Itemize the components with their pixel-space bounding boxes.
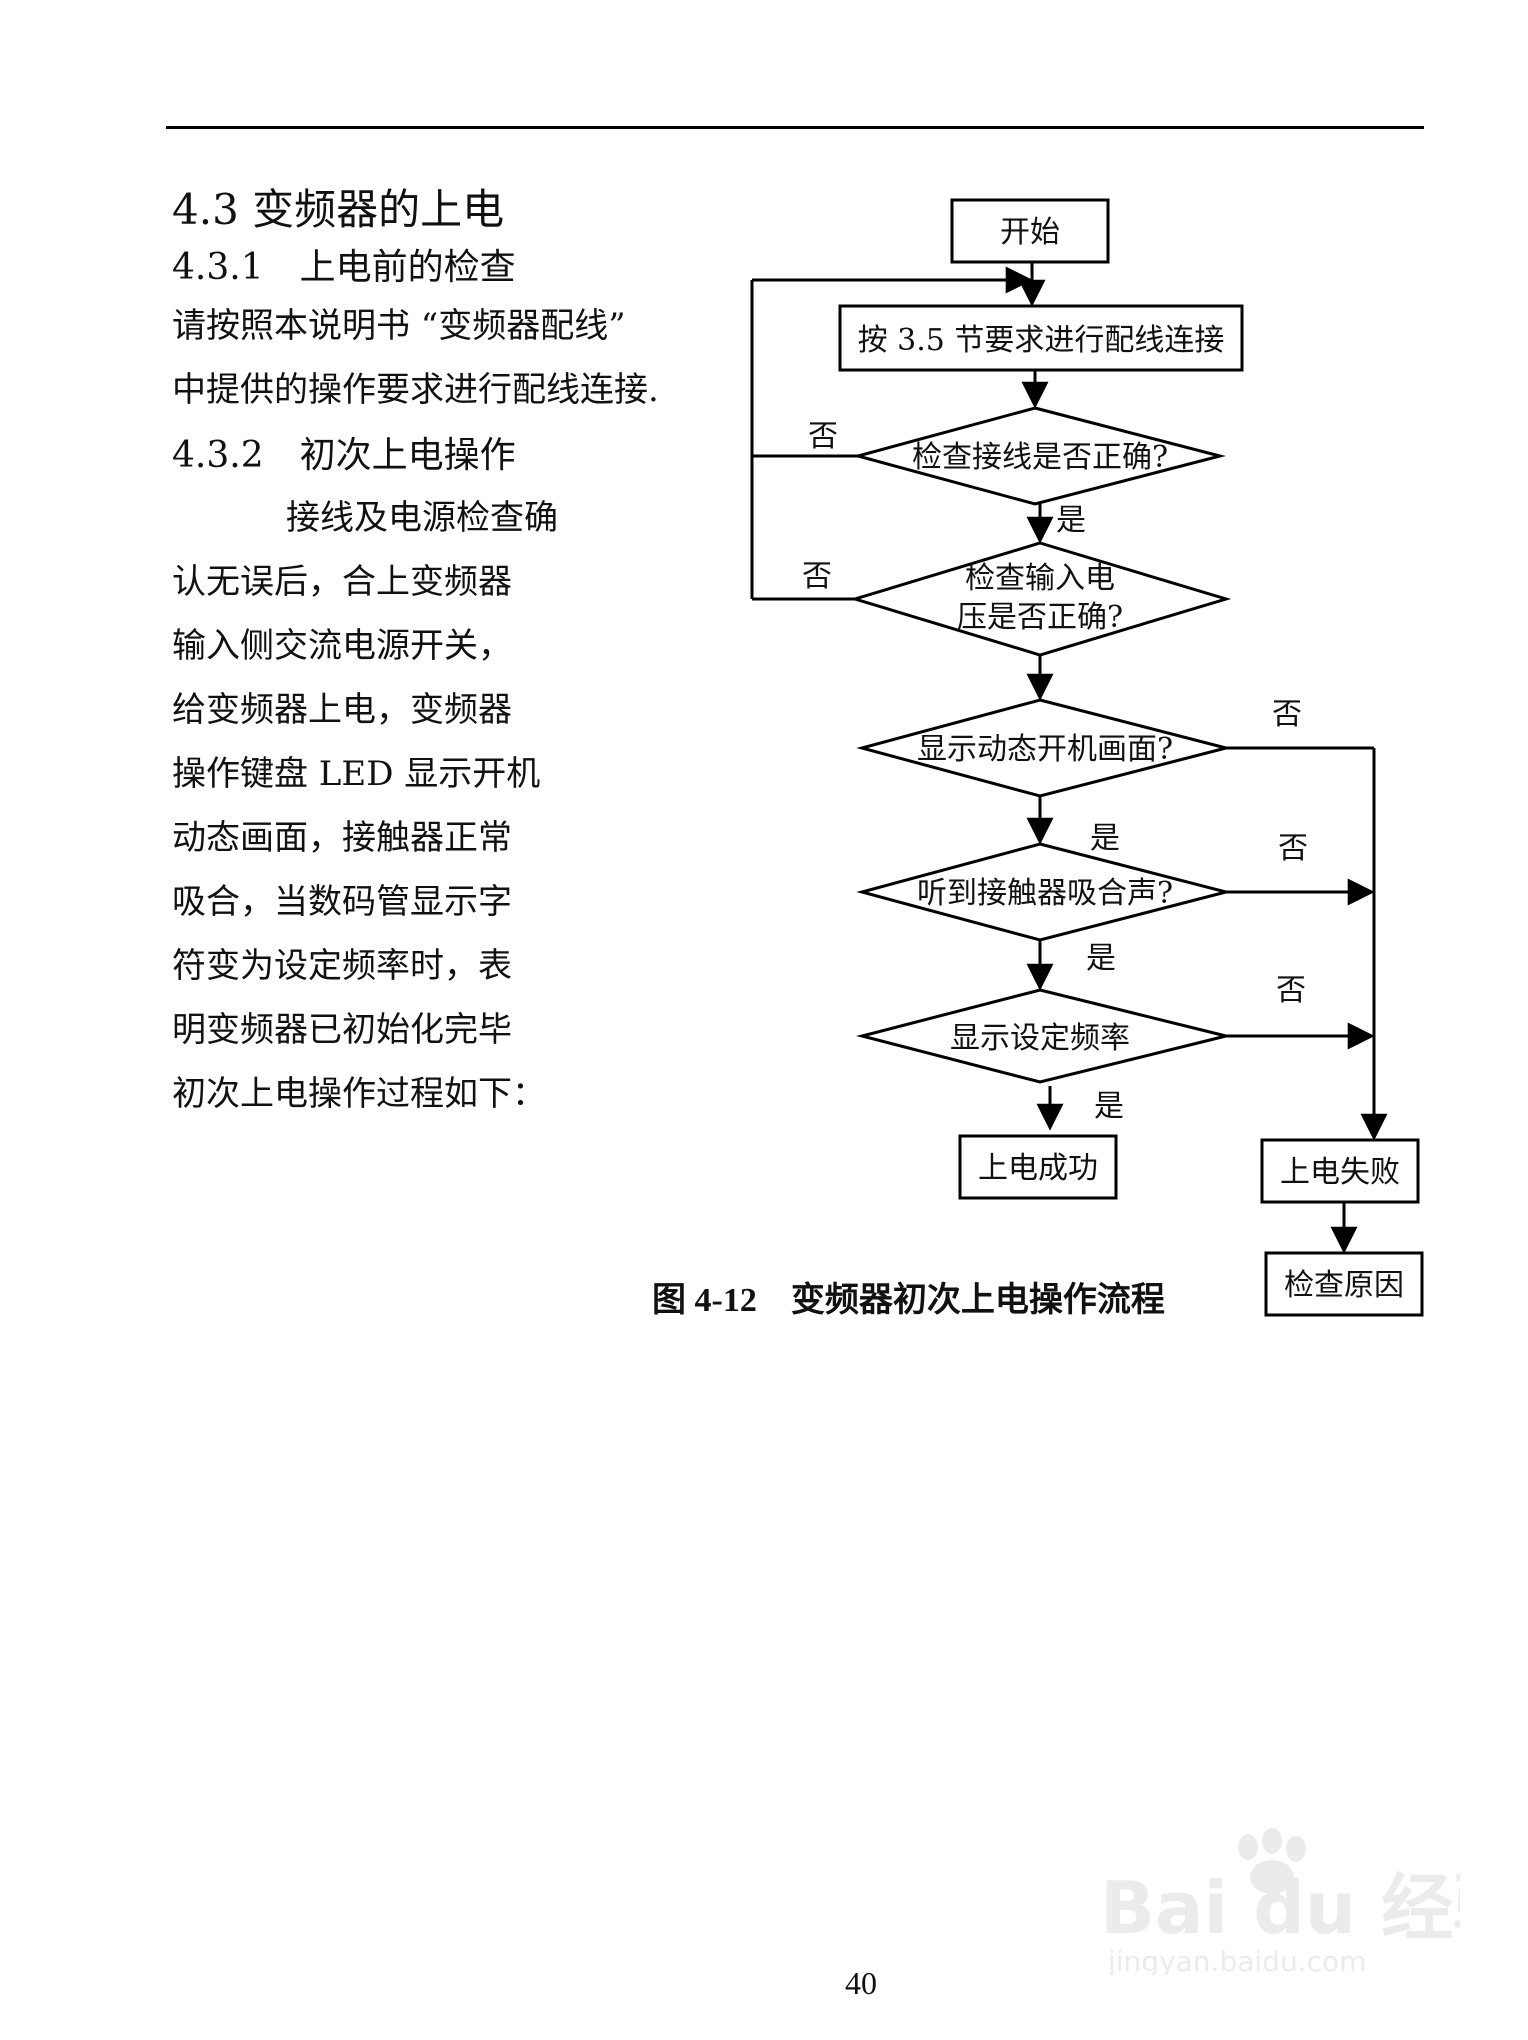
start-box bbox=[950, 198, 1110, 264]
section-title: 4.3 变频器的上电 bbox=[172, 185, 505, 234]
check-voltage-diamond bbox=[849, 541, 1232, 657]
paw-icon bbox=[1238, 1828, 1306, 1894]
text-line: 给变频器上电，变频器 bbox=[172, 690, 512, 730]
yes-label: 是 bbox=[1094, 1089, 1124, 1124]
text-line: 符变为设定频率时，表 bbox=[172, 946, 512, 986]
check-wiring-diamond bbox=[852, 406, 1226, 506]
wiring-label: 按 3.5 节要求进行配线连接 bbox=[858, 323, 1225, 358]
text-line: 输入侧交流电源开关， bbox=[172, 626, 512, 666]
display-anim-label: 显示动态开机画面? bbox=[917, 732, 1173, 767]
no-label: 否 bbox=[1276, 973, 1306, 1008]
watermark-url: jingyan.baidu.com bbox=[1107, 1945, 1366, 1975]
check-reason-label: 检查原因 bbox=[1284, 1268, 1404, 1303]
no-label: 否 bbox=[802, 559, 832, 594]
yes-label: 是 bbox=[1056, 503, 1086, 538]
display-freq-diamond bbox=[856, 988, 1227, 1084]
no-label: 否 bbox=[1272, 697, 1302, 732]
page-number: 40 bbox=[845, 1965, 877, 2001]
watermark-brand: Bai du 经验 bbox=[1100, 1866, 1460, 1950]
subsection-1-text: 请按照本说明书 “变频器配线” 中提供的操作要求进行配线连接. bbox=[172, 294, 659, 422]
text-line: 中提供的操作要求进行配线连接. bbox=[172, 370, 659, 410]
text-line: 初次上电操作过程如下： bbox=[172, 1074, 546, 1114]
display-freq-label: 显示设定频率 bbox=[950, 1021, 1130, 1056]
text-line: 操作键盘 LED 显示开机 bbox=[172, 754, 541, 794]
text-line: 接线及电源检查确 bbox=[252, 498, 558, 538]
text-line: 动态画面，接触器正常 bbox=[172, 818, 512, 858]
figure-caption: 图 4-12 变频器初次上电操作流程 bbox=[652, 1282, 1165, 1319]
subsection-2-title: 4.3.2 初次上电操作 bbox=[172, 435, 516, 476]
no-label: 否 bbox=[808, 419, 838, 454]
subsection-1-title: 4.3.1 上电前的检查 bbox=[172, 247, 516, 288]
success-box bbox=[958, 1134, 1118, 1200]
check-voltage-label-2: 压是否正确? bbox=[957, 600, 1123, 635]
check-voltage-label-1: 检查输入电 bbox=[965, 561, 1115, 596]
baidu-watermark: Bai du 经验 jingyan.baidu.com bbox=[1100, 1828, 1460, 1975]
text-line: 吸合，当数码管显示字 bbox=[172, 882, 512, 922]
fail-label: 上电失败 bbox=[1280, 1155, 1400, 1190]
header-rule bbox=[166, 126, 1424, 129]
subsection-2-text: 接线及电源检查确 认无误后，合上变频器 输入侧交流电源开关， 给变频器上电，变频… bbox=[172, 486, 558, 1126]
yes-label: 是 bbox=[1090, 821, 1120, 856]
success-label: 上电成功 bbox=[978, 1151, 1098, 1186]
start-label: 开始 bbox=[1000, 215, 1060, 250]
yes-label: 是 bbox=[1086, 941, 1116, 976]
text-line: 明变频器已初始化完毕 bbox=[172, 1010, 512, 1050]
check-wiring-label: 检查接线是否正确? bbox=[912, 440, 1168, 475]
contactor-label: 听到接触器吸合声? bbox=[917, 876, 1173, 911]
text-line: 认无误后，合上变频器 bbox=[172, 562, 512, 602]
text-line: 请按照本说明书 “变频器配线” bbox=[172, 306, 626, 346]
fail-box bbox=[1260, 1138, 1420, 1204]
no-label: 否 bbox=[1278, 831, 1308, 866]
